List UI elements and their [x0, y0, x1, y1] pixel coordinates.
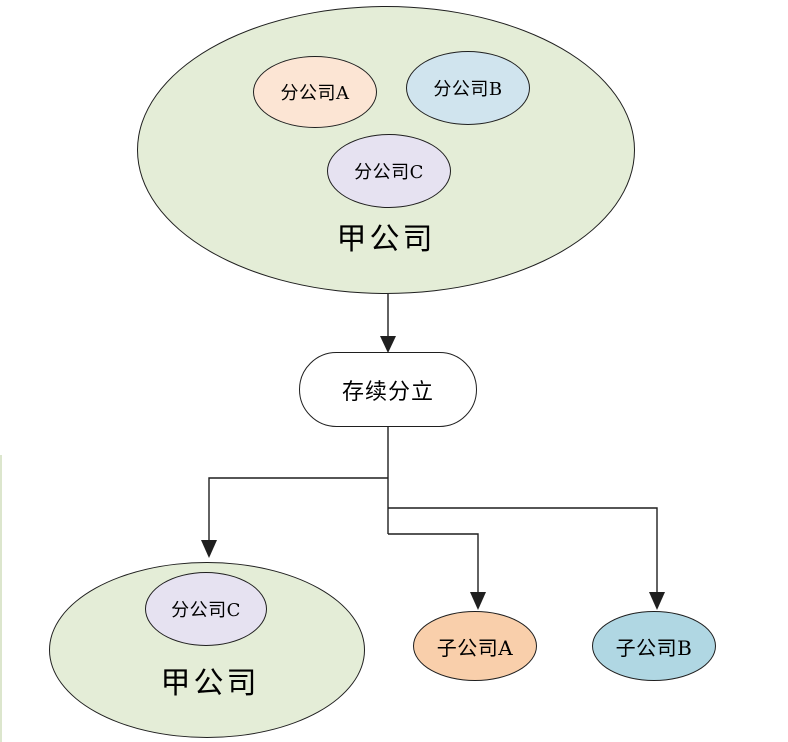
- subsidiary-b-ellipse: 子公司B: [592, 611, 716, 681]
- process-label: 存续分立: [341, 379, 434, 405]
- branch-b-label: 分公司B: [433, 79, 503, 100]
- surviving-branch-c-label: 分公司C: [171, 600, 241, 621]
- arrow-to-surviving-company-head: [201, 540, 217, 558]
- arrow-parent-to-process-head: [380, 336, 396, 353]
- arrow-to-subsidiary-b-head: [649, 592, 665, 610]
- branch-a-label: 分公司A: [280, 83, 350, 104]
- subsidiary-b-label: 子公司B: [615, 635, 693, 660]
- parent-company-after-label: 甲公司: [160, 666, 260, 701]
- parent-company-before-label: 甲公司: [336, 222, 436, 257]
- subsidiary-a-label: 子公司A: [436, 635, 514, 660]
- arrow-to-surviving-company-line: [208, 477, 388, 541]
- arrow-to-subsidiary-b-line: [388, 507, 658, 593]
- arrow-to-subsidiary-a-head: [470, 592, 486, 610]
- surviving-branch-c-ellipse: 分公司C: [145, 572, 267, 646]
- branch-a-ellipse: 分公司A: [253, 56, 377, 128]
- arrow-to-subsidiary-a-line: [388, 533, 479, 593]
- parent-company-before-ellipse: [137, 6, 635, 294]
- branch-c-label: 分公司C: [354, 162, 424, 183]
- process-node: 存续分立: [299, 352, 477, 427]
- subsidiary-a-ellipse: 子公司A: [413, 611, 537, 681]
- branch-b-ellipse: 分公司B: [406, 51, 530, 125]
- branch-c-ellipse: 分公司C: [327, 134, 451, 208]
- left-edge-artifact: [0, 455, 2, 742]
